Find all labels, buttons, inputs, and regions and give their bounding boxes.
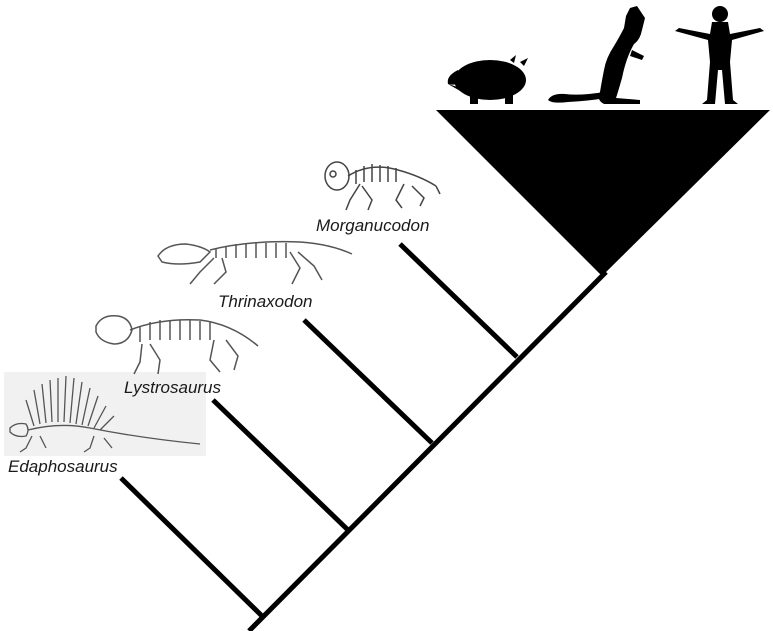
branch-morganucodon: [400, 244, 517, 357]
echidna-silhouette: [448, 55, 528, 104]
taxon-label-lystrosaurus: Lystrosaurus: [124, 378, 222, 397]
crown-triangle: [436, 110, 770, 276]
branch-lystrosaurus: [213, 400, 348, 530]
morganucodon-skeleton: [325, 162, 440, 210]
kangaroo-silhouette: [548, 6, 645, 104]
thrinaxodon-skeleton: [158, 242, 352, 284]
taxon-label-thrinaxodon: Thrinaxodon: [218, 292, 313, 311]
branch-edaphosaurus: [121, 478, 262, 616]
human-silhouette: [675, 6, 764, 104]
taxon-label-morganucodon: Morganucodon: [316, 216, 429, 235]
main-stem: [249, 272, 606, 631]
taxon-label-edaphosaurus: Edaphosaurus: [8, 457, 118, 476]
branch-thrinaxodon: [304, 320, 432, 443]
lystrosaurus-skeleton: [96, 316, 258, 374]
